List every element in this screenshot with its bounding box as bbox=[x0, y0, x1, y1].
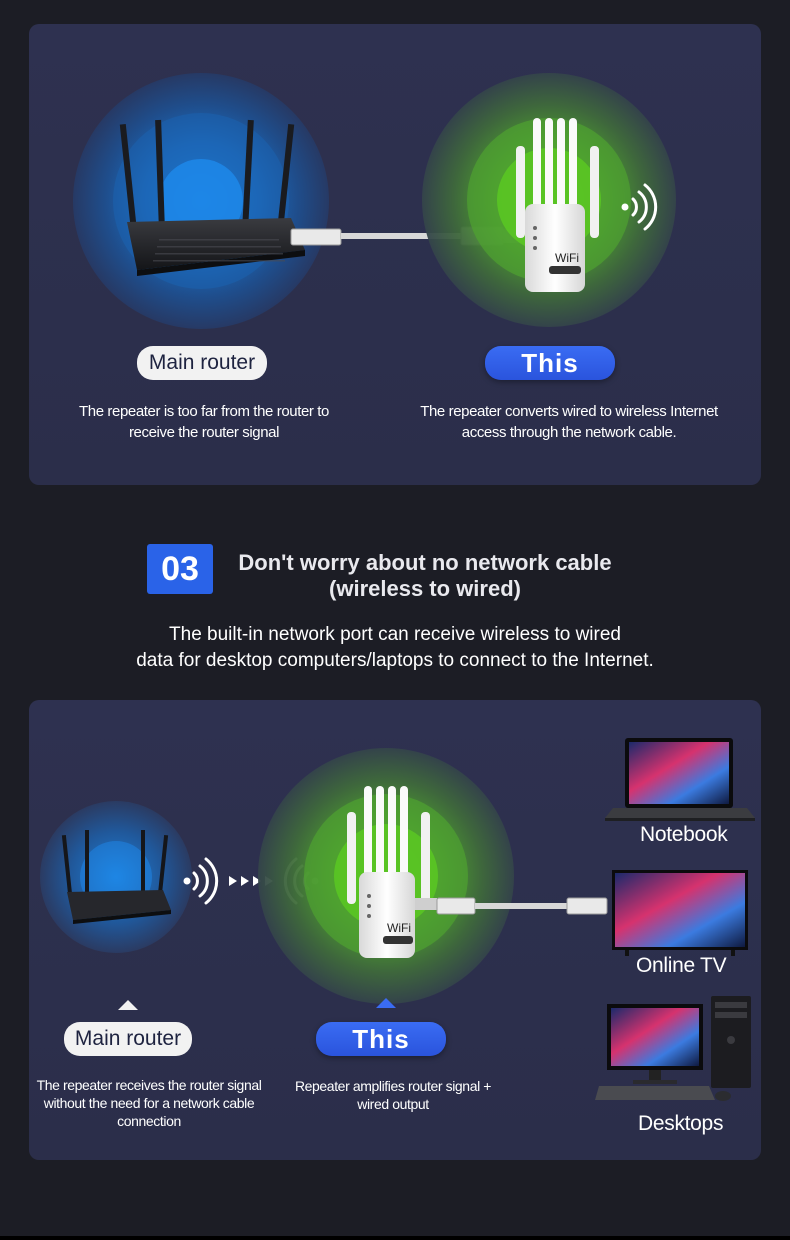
section-number-badge: 03 bbox=[147, 544, 213, 594]
repeater-device: WiFi bbox=[347, 786, 430, 958]
router-signal-glow bbox=[40, 801, 192, 953]
notebook-label: Notebook bbox=[640, 823, 728, 846]
main-router-label: Main router bbox=[137, 346, 267, 380]
wired-to-wireless-illustration: WiFi bbox=[73, 73, 676, 359]
bottom-edge bbox=[0, 1236, 790, 1240]
ethernet-cable bbox=[415, 897, 608, 915]
main-router-label: Main router bbox=[64, 1022, 192, 1056]
repeater-wifi-text: WiFi bbox=[555, 251, 579, 265]
online-tv-label: Online TV bbox=[636, 954, 727, 977]
wired-to-wireless-panel: WiFi Main router This The repeater is to… bbox=[29, 24, 761, 485]
wireless-to-wired-illustration: WiFi bbox=[40, 738, 755, 1101]
desktops-label: Desktops bbox=[638, 1112, 724, 1135]
this-pointer bbox=[376, 998, 396, 1008]
section-subtitle-line2: data for desktop computers/laptops to co… bbox=[136, 650, 654, 671]
left-caption: The repeater receives the router signal … bbox=[36, 1077, 262, 1129]
desktop-computer-device bbox=[595, 996, 751, 1101]
wifi-signal-icon bbox=[621, 183, 658, 231]
middle-caption: Repeater amplifies router signal + wired… bbox=[294, 1078, 492, 1112]
online-tv-device bbox=[612, 870, 748, 956]
repeater-wifi-text: WiFi bbox=[387, 921, 411, 935]
left-caption: The repeater is too far from the router … bbox=[79, 403, 329, 441]
repeater-device: WiFi bbox=[516, 118, 599, 292]
main-router-device bbox=[119, 119, 305, 276]
this-product-label: This bbox=[485, 346, 615, 380]
notebook-device bbox=[605, 738, 755, 821]
router-wifi-icon bbox=[183, 857, 219, 905]
wireless-to-wired-panel: WiFi bbox=[29, 700, 761, 1160]
section-title-line2: (wireless to wired) bbox=[329, 576, 521, 601]
router-signal-glow bbox=[73, 73, 329, 329]
main-router-device bbox=[61, 830, 171, 924]
this-product-label: This bbox=[316, 1022, 446, 1056]
section-title-line1: Don't worry about no network cable bbox=[238, 550, 612, 575]
main-router-pointer bbox=[118, 1000, 138, 1010]
section-subtitle-line1: The built-in network port can receive wi… bbox=[169, 624, 621, 645]
right-caption: The repeater converts wired to wireless … bbox=[420, 403, 718, 441]
